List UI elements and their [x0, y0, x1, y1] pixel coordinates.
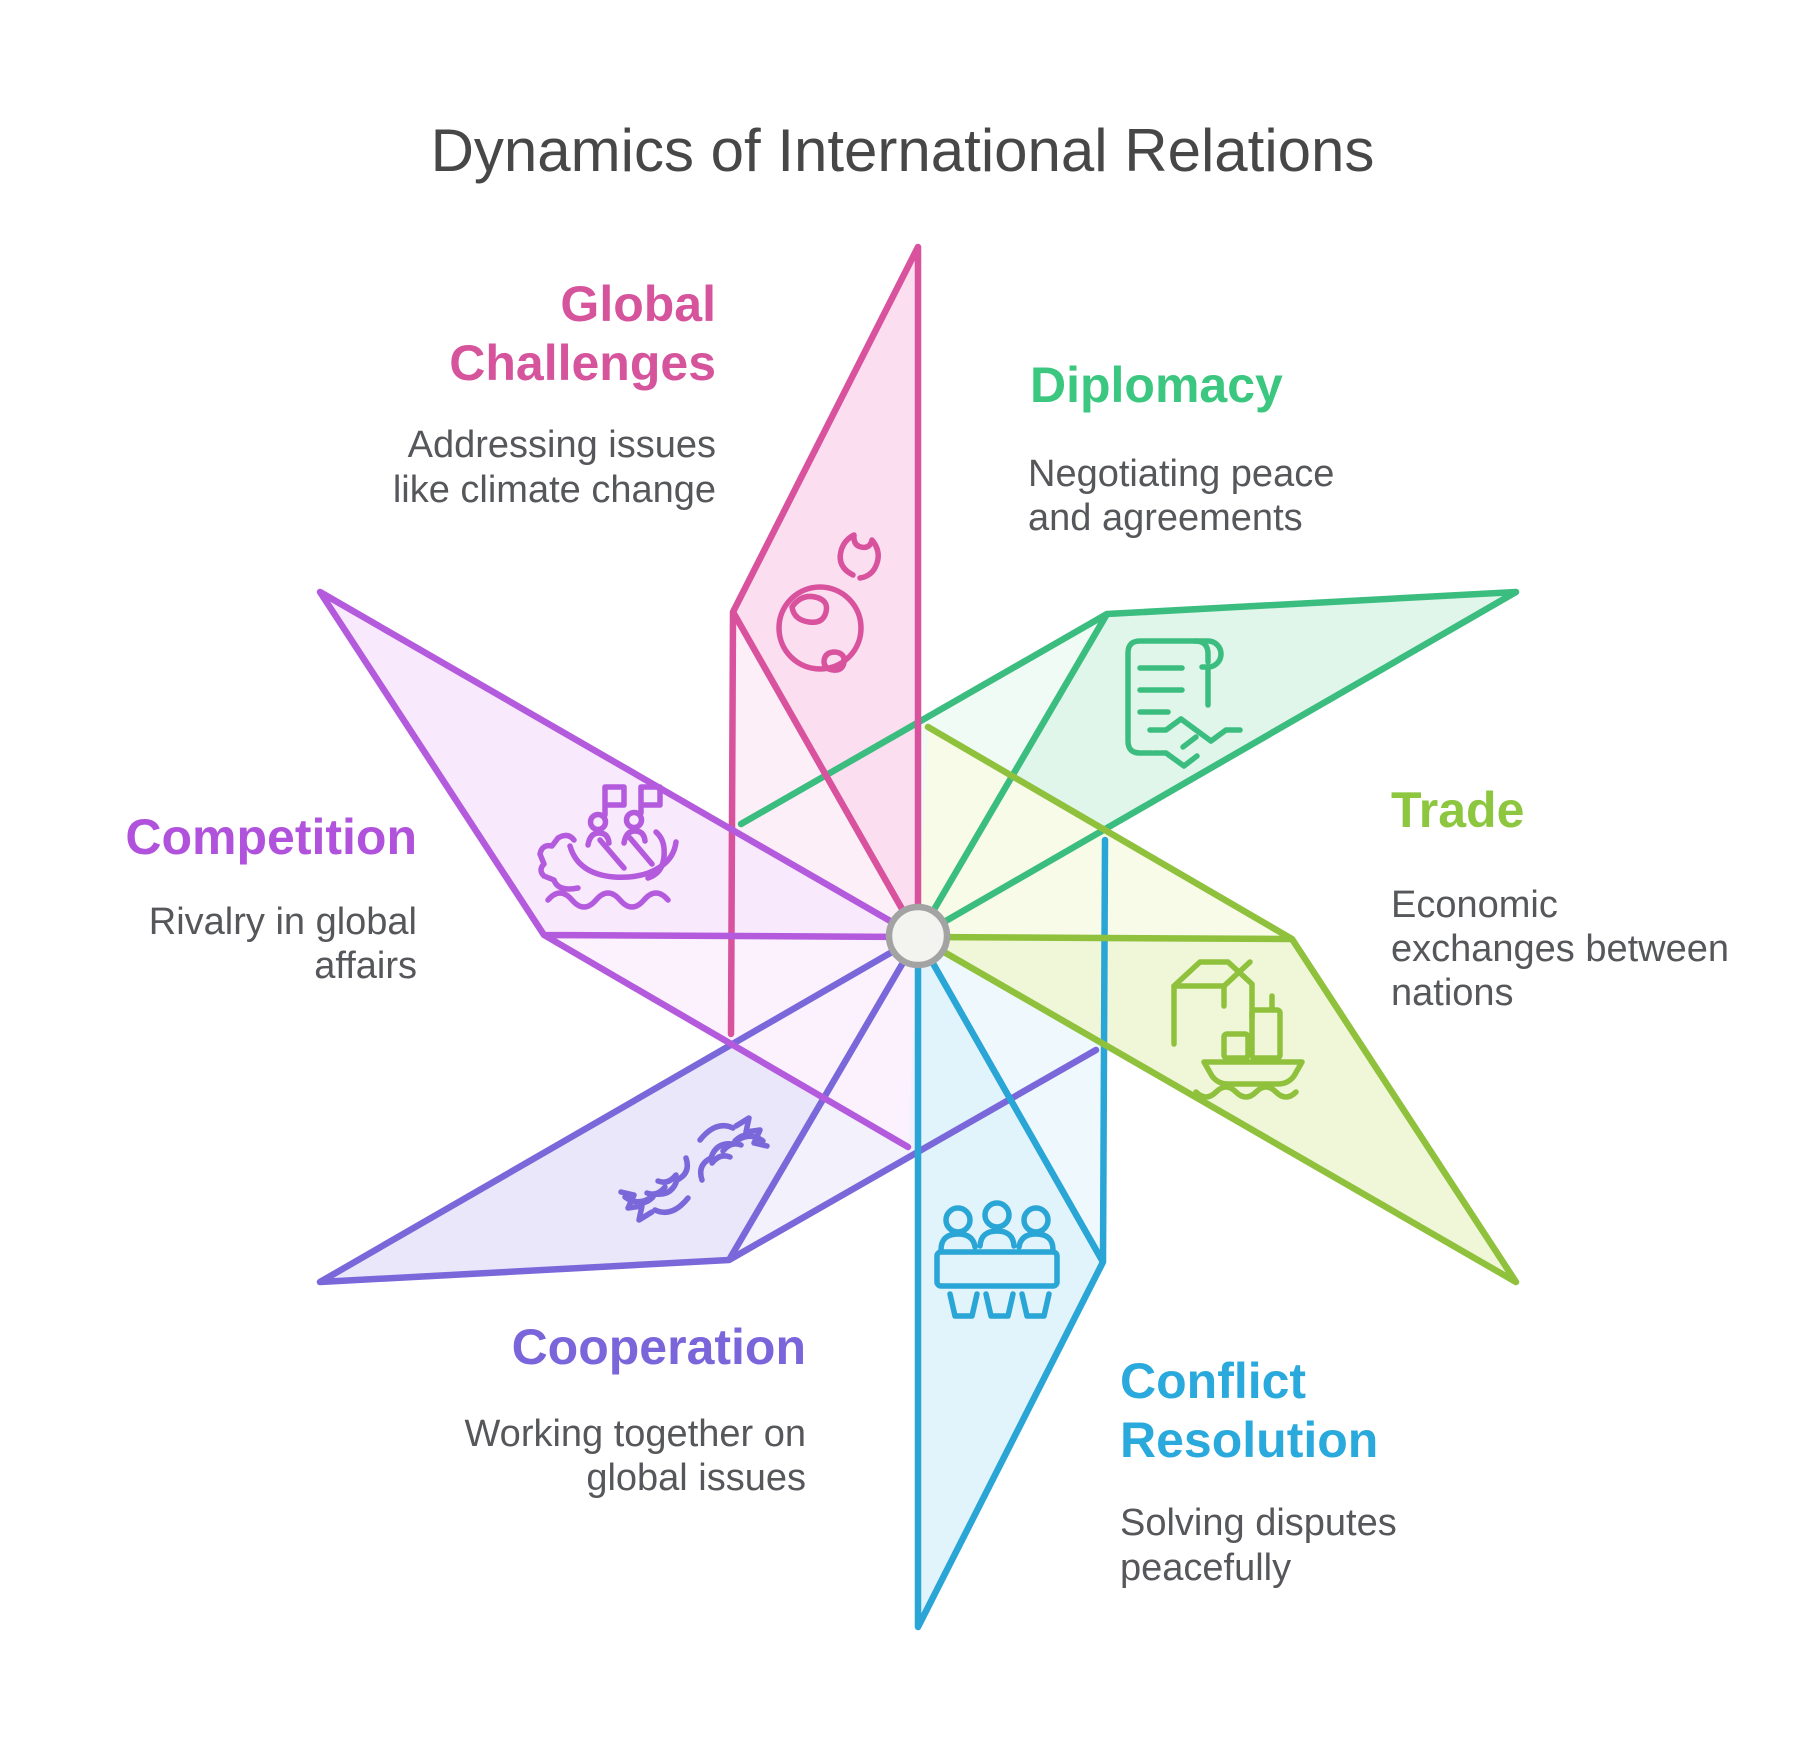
petal-conflict-fill-main: [918, 937, 1103, 1627]
description-conflict-resolution: Solving disputes peacefully: [1120, 1502, 1397, 1589]
label-competition: Competition: [125, 809, 417, 865]
description-global-challenges: Addressing issues like climate change: [392, 424, 716, 511]
description-diplomacy: Negotiating peace and agreements: [1028, 453, 1335, 539]
petal-global-challenges-fill-main: [733, 247, 918, 937]
cargo-shipment-icon: [1171, 959, 1305, 1100]
petal-conflict-outline: [914, 836, 1109, 1631]
label-diplomacy: Diplomacy: [1030, 357, 1283, 413]
page-title: Dynamics of International Relations: [430, 117, 1375, 184]
pinwheel-hub: [885, 903, 951, 969]
petal-competition-outline: [316, 588, 922, 1151]
label-trade: Trade: [1391, 782, 1525, 838]
description-cooperation: Working together on global issues: [464, 1413, 807, 1499]
meeting-table-icon: [934, 1200, 1060, 1319]
petal-outlines: [316, 243, 1520, 1631]
label-global-challenges: Global Challenges: [449, 276, 716, 391]
label-conflict-resolution: Conflict Resolution: [1120, 1353, 1379, 1468]
burning-globe-icon: [776, 532, 881, 673]
petal-global-challenges-outline: [727, 243, 922, 1038]
dragon-boat-icon: [537, 784, 679, 910]
petal-trade-outline: [914, 723, 1520, 1286]
description-trade: Economic exchanges between nations: [1391, 884, 1730, 1014]
clasped-hands-icon: [618, 1115, 770, 1223]
treaty-handshake-icon: [1125, 638, 1243, 769]
label-cooperation: Cooperation: [511, 1319, 806, 1375]
description-competition: Rivalry in global affairs: [148, 901, 417, 987]
